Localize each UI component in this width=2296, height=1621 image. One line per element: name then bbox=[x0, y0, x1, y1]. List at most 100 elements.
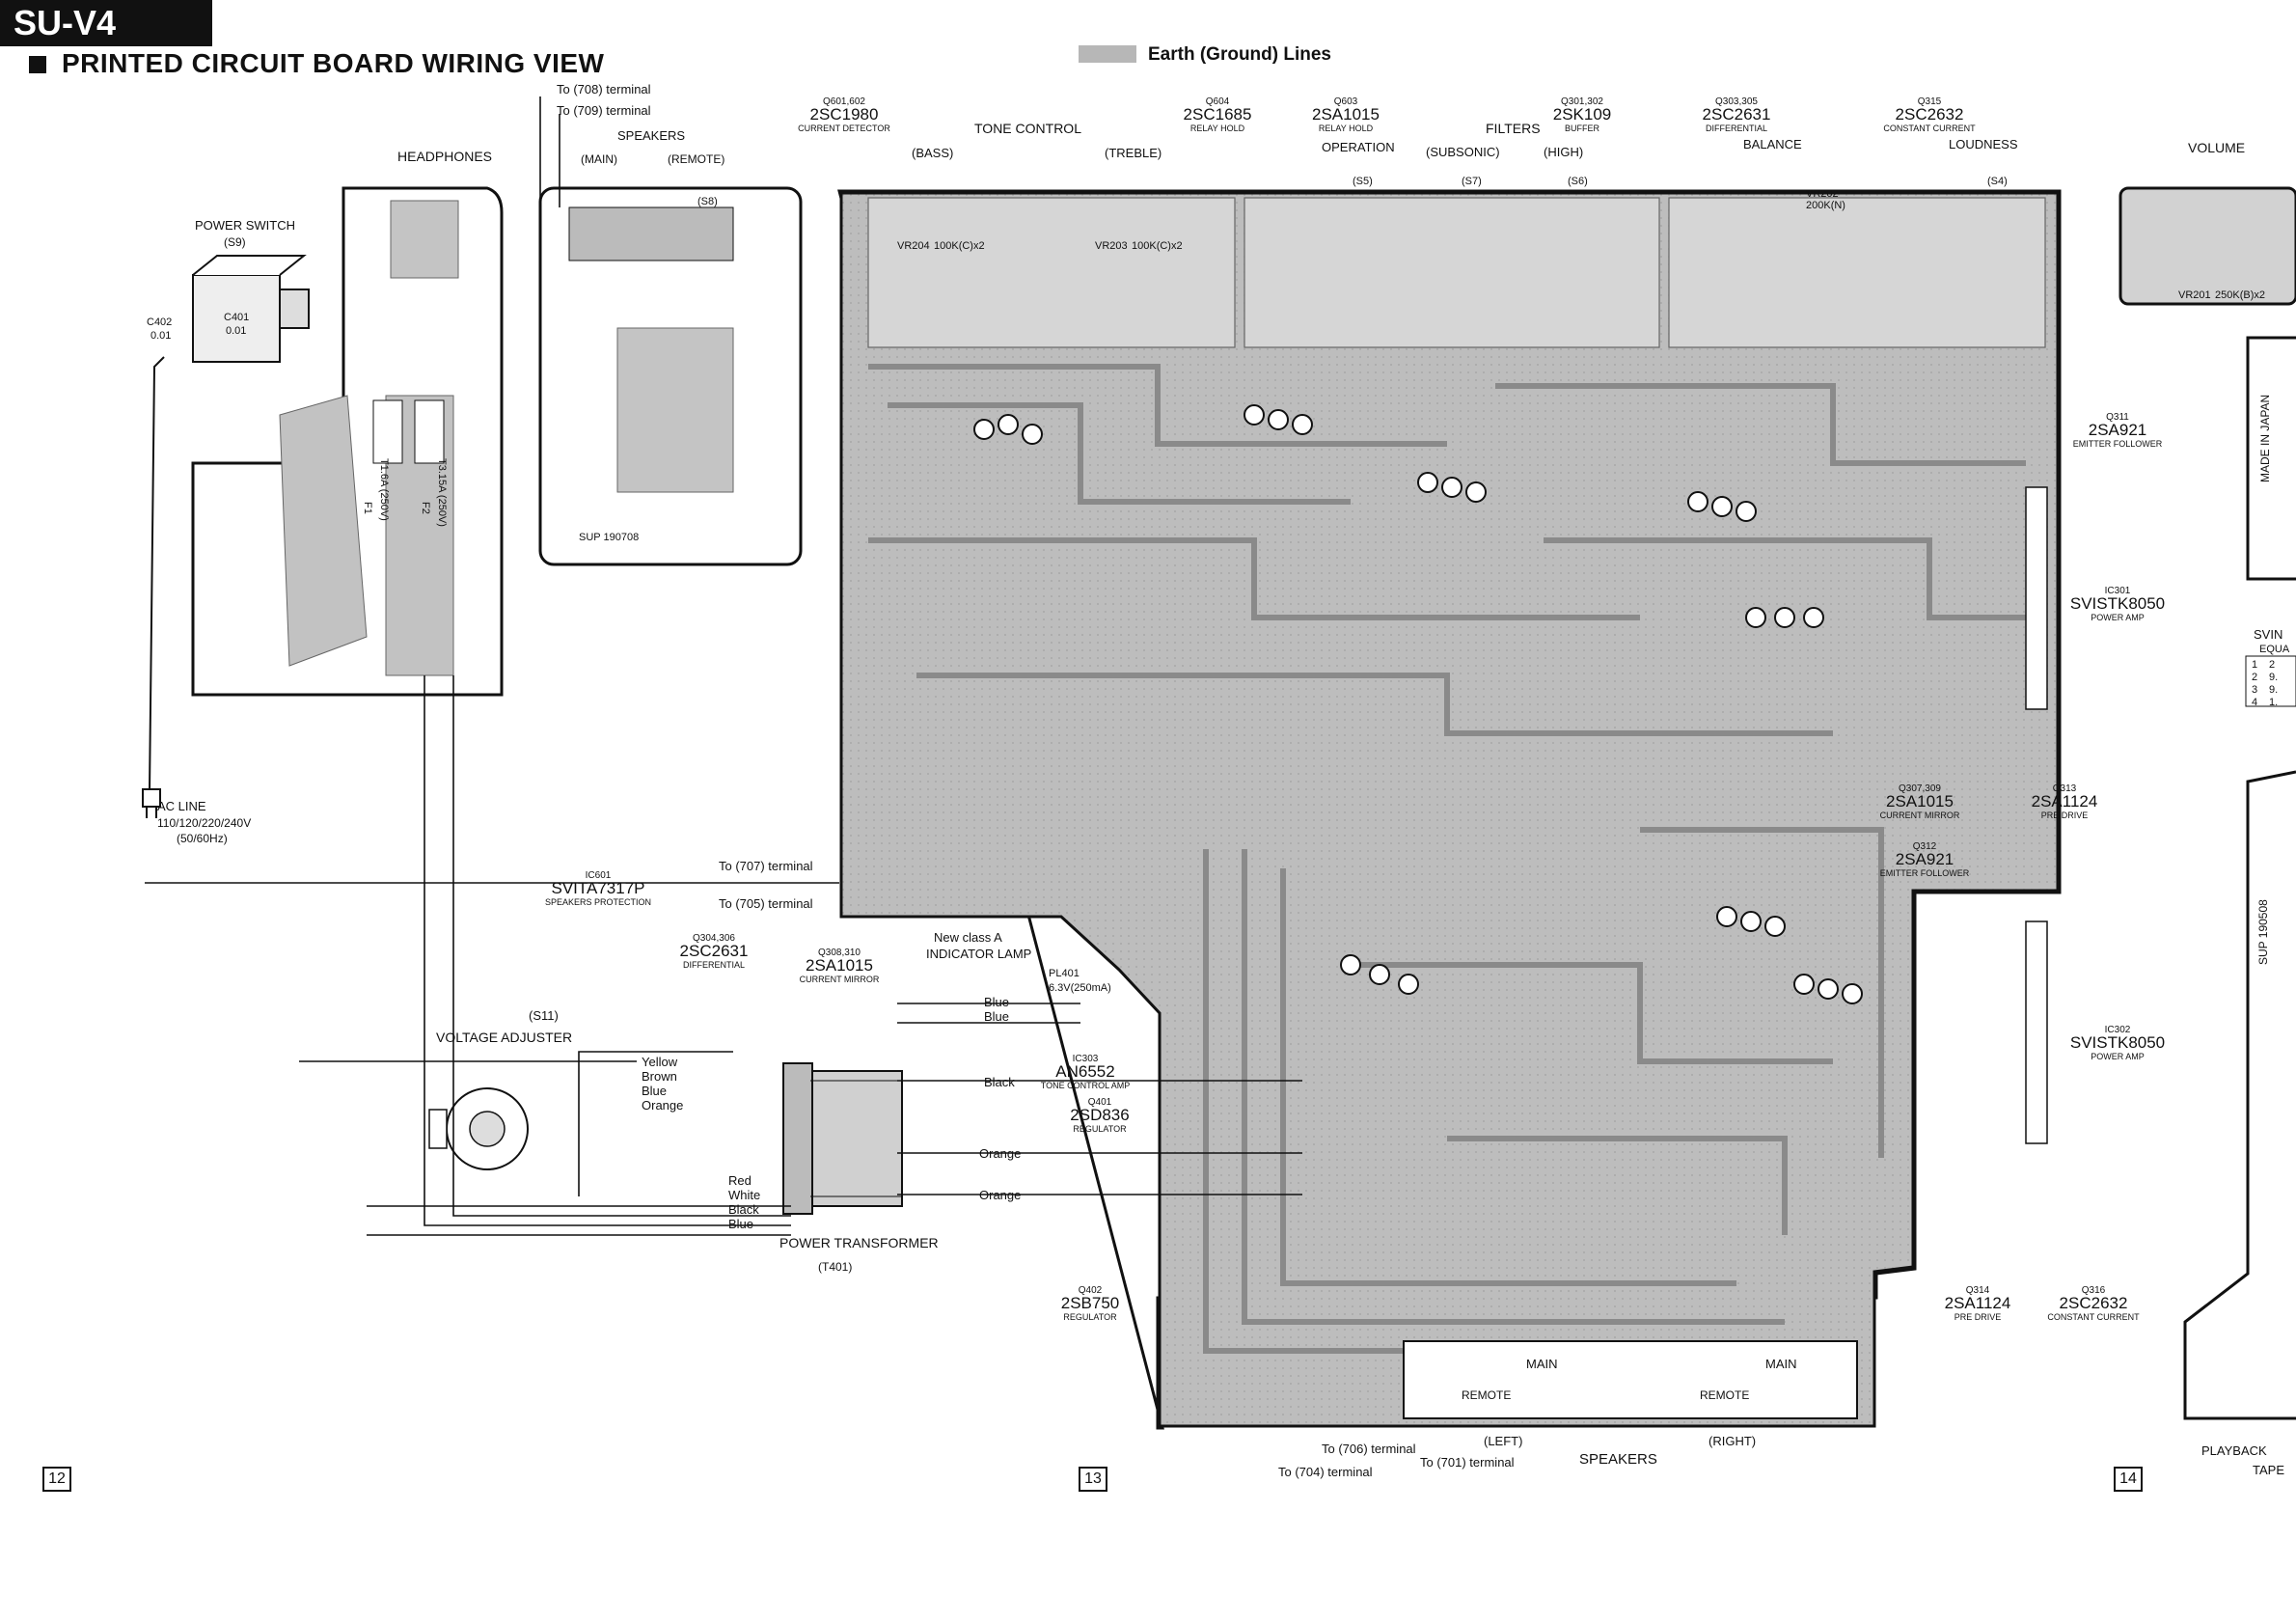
wire-blue: Blue bbox=[642, 1084, 667, 1098]
main-board-fill bbox=[839, 191, 2060, 1428]
svin-table: 1 2 2 9. 3 9. 4 1. bbox=[2245, 655, 2296, 708]
left-label: (LEFT) bbox=[1484, 1434, 1522, 1448]
callout-role-12: PRE DRIVE bbox=[1954, 1312, 2002, 1322]
page-title: PRINTED CIRCUIT BOARD WIRING VIEW bbox=[29, 48, 605, 79]
svin-r1-a: 2 bbox=[2252, 672, 2257, 683]
terminal-705: To (705) terminal bbox=[719, 896, 813, 911]
callout-part-3: 2SK109 bbox=[1553, 105, 1612, 124]
lamp-spec-label: 6.3V(250mA) bbox=[1049, 982, 1111, 994]
subsonic-label: (SUBSONIC) bbox=[1426, 145, 1500, 159]
callout-ref-8: Q307,309 bbox=[1899, 783, 1941, 794]
fuse-block bbox=[279, 395, 454, 676]
vr203-spec: 100K(C)x2 bbox=[1132, 240, 1183, 252]
callout-part-10: 2SA921 bbox=[1896, 850, 1954, 868]
callout-role-0: CURRENT DETECTOR bbox=[798, 124, 890, 133]
tone-area bbox=[867, 197, 2046, 348]
playback-label: PLAYBACK bbox=[2201, 1443, 2267, 1458]
speakers-top-label: SPEAKERS bbox=[617, 128, 685, 143]
speaker-switch bbox=[568, 206, 734, 261]
callout-part-16: 2SA1015 bbox=[806, 956, 873, 975]
callout-ref-10: Q312 bbox=[1913, 841, 1937, 852]
wire-yellow: Yellow bbox=[642, 1055, 678, 1069]
svin-r3-b: 1. bbox=[2269, 697, 2278, 708]
callout-role-5: CONSTANT CURRENT bbox=[1883, 124, 1976, 133]
callout-part-2: 2SA1015 bbox=[1312, 105, 1380, 124]
callout-part-6: 2SA921 bbox=[2089, 421, 2147, 439]
callout-role-6: EMITTER FOLLOWER bbox=[2073, 439, 2163, 449]
svin-r1-b: 9. bbox=[2269, 672, 2278, 683]
sup-top-label: SUP 190708 bbox=[579, 532, 639, 543]
legend-label: Earth (Ground) Lines bbox=[1148, 44, 1331, 65]
vr202-ref: VR202 bbox=[1806, 188, 1839, 200]
speaker-pad-area bbox=[616, 327, 734, 493]
ac-line-label: AC LINE bbox=[157, 799, 206, 813]
callout-ref-4: Q303,305 bbox=[1715, 96, 1758, 107]
callout-ref-11: IC302 bbox=[2105, 1025, 2131, 1035]
terminal-701: To (701) terminal bbox=[1420, 1455, 1515, 1470]
callout-ref-18: Q401 bbox=[1088, 1097, 1112, 1108]
terminal-706: To (706) terminal bbox=[1322, 1442, 1416, 1456]
power-switch-label: POWER SWITCH bbox=[195, 218, 295, 233]
callout-role-18: REGULATOR bbox=[1073, 1124, 1127, 1134]
vr202-spec: 200K(N) bbox=[1806, 200, 1845, 211]
speakers-remote-label: (REMOTE) bbox=[668, 152, 724, 166]
callout-ref-17: IC303 bbox=[1073, 1054, 1099, 1064]
voltage-adjuster-label: VOLTAGE ADJUSTER bbox=[436, 1030, 572, 1045]
callout-part-11: SVISTK8050 bbox=[2070, 1033, 2165, 1052]
high-label: (HIGH) bbox=[1544, 145, 1583, 159]
lamp-ref-label: PL401 bbox=[1049, 968, 1080, 979]
remote-left-label: REMOTE bbox=[1462, 1388, 1511, 1402]
callout-part-15: 2SC2631 bbox=[680, 942, 749, 960]
callout-role-16: CURRENT MIRROR bbox=[800, 975, 880, 984]
wiring bbox=[145, 96, 1302, 1236]
callout-role-10: EMITTER FOLLOWER bbox=[1880, 868, 1970, 878]
callout-part-9: 2SA1124 bbox=[2032, 792, 2098, 810]
callout-ref-9: Q313 bbox=[2053, 783, 2077, 794]
power-switch-ref: (S9) bbox=[224, 235, 246, 249]
callout-part-7: SVISTK8050 bbox=[2070, 594, 2165, 613]
terminal-708-top: To (708) terminal bbox=[557, 82, 651, 96]
svin-r3-a: 4 bbox=[2252, 697, 2257, 708]
callout-role-15: DIFFERENTIAL bbox=[683, 960, 745, 970]
speakers-board bbox=[538, 186, 803, 566]
wire-orange-2: Orange bbox=[979, 1146, 1021, 1161]
callout-ref-2: Q603 bbox=[1334, 96, 1358, 107]
c401-ref: C401 bbox=[224, 312, 249, 323]
callout-part-19: 2SB750 bbox=[1061, 1294, 1120, 1312]
switch-s5-label: (S5) bbox=[1353, 176, 1373, 187]
treble-label: (TREBLE) bbox=[1105, 146, 1162, 160]
fuse-1-spec: T1.6A (250V) bbox=[378, 458, 390, 521]
callout-part-13: 2SC2632 bbox=[2060, 1294, 2128, 1312]
callout-role-1: RELAY HOLD bbox=[1190, 124, 1245, 133]
callout-ref-19: Q402 bbox=[1079, 1285, 1103, 1296]
right-label: (RIGHT) bbox=[1708, 1434, 1756, 1448]
svin-r0-b: 2 bbox=[2269, 659, 2275, 671]
main-right-label: MAIN bbox=[1765, 1357, 1797, 1371]
c401-val: 0.01 bbox=[226, 325, 246, 337]
wire-black: Black bbox=[728, 1202, 759, 1217]
callout-role-17: TONE CONTROL AMP bbox=[1041, 1081, 1131, 1090]
voltage-adjuster-icon bbox=[428, 1087, 529, 1170]
wire-blue-4: Blue bbox=[984, 1009, 1009, 1024]
power-transformer-ref: (T401) bbox=[818, 1260, 852, 1274]
balance-label: BALANCE bbox=[1743, 137, 1802, 151]
callout-role-8: CURRENT MIRROR bbox=[1880, 810, 1960, 820]
c402-ref: C402 bbox=[147, 316, 172, 328]
svin-r2-b: 9. bbox=[2269, 684, 2278, 696]
terminal-709-top: To (709) terminal bbox=[557, 103, 651, 118]
callout-ref-16: Q308,310 bbox=[818, 948, 861, 958]
wire-white: White bbox=[728, 1188, 760, 1202]
callout-part-4: 2SC2631 bbox=[1703, 105, 1771, 124]
switch-s6-label: (S6) bbox=[1568, 176, 1588, 187]
terminal-704: To (704) terminal bbox=[1278, 1465, 1373, 1479]
new-class-a-label: New class A bbox=[934, 930, 1002, 945]
main-left-label: MAIN bbox=[1526, 1357, 1558, 1371]
svin-r0-a: 1 bbox=[2252, 659, 2257, 671]
volume-label: VOLUME bbox=[2188, 140, 2245, 155]
callout-part-17: AN6552 bbox=[1055, 1062, 1114, 1081]
tape-label: TAPE bbox=[2253, 1463, 2284, 1477]
wire-blue-3: Blue bbox=[984, 995, 1009, 1009]
wire-blue-2: Blue bbox=[728, 1217, 753, 1231]
callout-part-8: 2SA1015 bbox=[1886, 792, 1954, 810]
